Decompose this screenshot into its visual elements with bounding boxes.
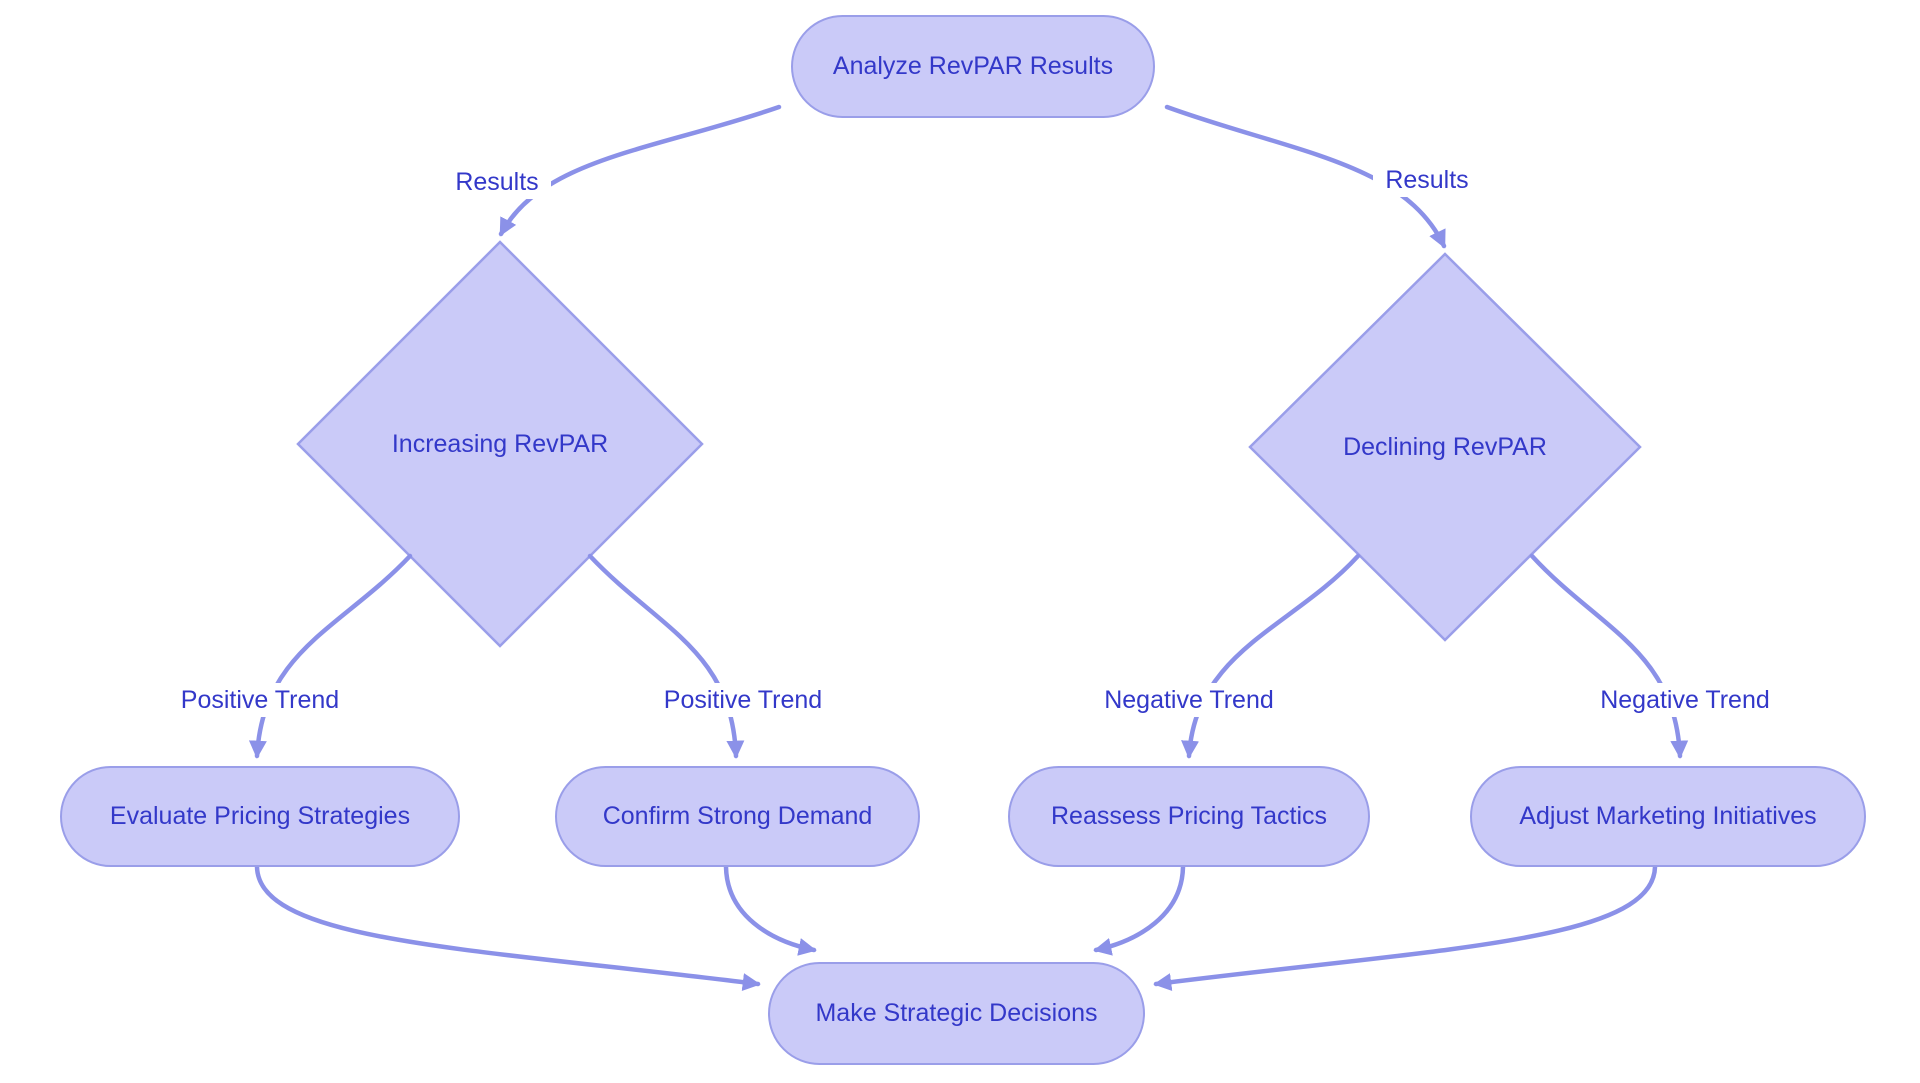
node-confirm-strong-demand: Confirm Strong Demand [555,766,920,867]
node-decide-label: Make Strategic Decisions [815,999,1098,1027]
node-make-strategic-decisions: Make Strategic Decisions [768,962,1145,1065]
node-reassess-label: Reassess Pricing Tactics [1050,802,1328,830]
edge-label-results-right: Results [1373,163,1481,197]
edge-analyze-to-declining [1164,104,1447,249]
node-evaluate-pricing-strategies: Evaluate Pricing Strategies [60,766,460,867]
edge-reassess-to-decide [1093,864,1186,956]
node-confirm-label: Confirm Strong Demand [602,802,873,830]
edge-label-positive-trend-1: Positive Trend [168,683,352,717]
edge-evaluate-to-decide [254,864,761,992]
edge-label-negative-trend-1: Negative Trend [1097,683,1281,717]
node-adjust-marketing-initiatives: Adjust Marketing Initiatives [1470,766,1866,867]
edge-label-negative-trend-2: Negative Trend [1593,683,1777,717]
node-analyze-label: Analyze RevPAR Results [832,52,1114,80]
node-reassess-pricing-tactics: Reassess Pricing Tactics [1008,766,1370,867]
node-evaluate-label: Evaluate Pricing Strategies [109,802,411,830]
node-adjust-label: Adjust Marketing Initiatives [1519,802,1817,830]
edge-confirm-to-decide [723,864,817,956]
edge-declining-to-adjust [1529,553,1689,759]
edge-increasing-to-evaluate [248,553,413,759]
edge-adjust-to-decide [1153,864,1658,992]
edge-declining-to-reassess [1181,553,1361,759]
declining-revpar-diamond [1248,252,1642,642]
node-analyze-revpar-results: Analyze RevPAR Results [791,15,1155,118]
edge-label-results-left: Results [443,165,551,199]
edge-analyze-to-increasing [498,104,782,237]
edge-label-positive-trend-2: Positive Trend [651,683,835,717]
increasing-revpar-diamond [296,240,704,648]
edge-increasing-to-confirm [587,553,745,759]
